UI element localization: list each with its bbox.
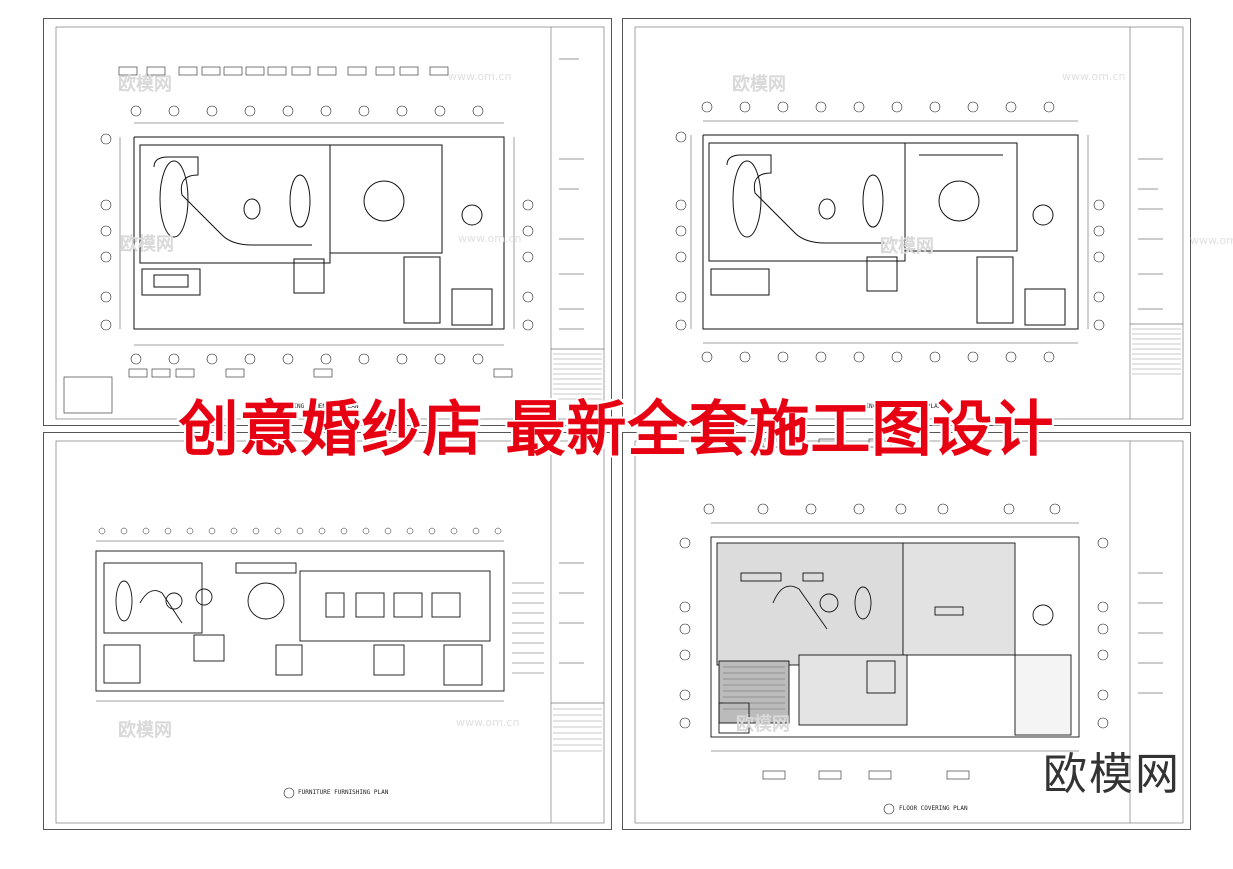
watermark-brand: 欧模网: [118, 74, 172, 95]
sheet-caption: CEILING DIMENSION PLAN: [279, 403, 359, 410]
watermark-url: www.om.cn: [458, 232, 522, 245]
watermark-brand: 欧模网: [120, 234, 174, 255]
sheet-caption: FURNITURE FURNISHING PLAN: [298, 789, 389, 796]
watermark-brand: 欧模网: [732, 74, 786, 95]
drawing-sheet-furniture: FURNITURE FURNISHING PLAN: [43, 432, 612, 830]
ceiling-construction-drawing: [634, 26, 1184, 420]
drawing-sheet-ceiling: CEILING CONSTRUCTION PLAN: [622, 18, 1191, 426]
ceiling-dimension-drawing: [55, 26, 605, 420]
watermark-brand: 欧模网: [736, 714, 790, 735]
drawing-sheet-floor: FLOOR COVERING PLAN: [622, 432, 1191, 830]
banner-title: 创意婚纱店 最新全套施工图设计: [178, 395, 1055, 465]
watermark-url: www.om.cn: [1062, 70, 1126, 83]
drawing-sheet-ceiling-dimension: CEILING DIMENSION PLAN: [43, 18, 612, 426]
furniture-plan-drawing: [55, 440, 605, 824]
watermark-brand: 欧模网: [880, 236, 934, 257]
sheet-caption: FLOOR COVERING PLAN: [899, 805, 968, 812]
watermark-url: www.om.cn: [448, 70, 512, 83]
watermark-url: www.om.cn: [456, 716, 520, 729]
watermark-brand: 欧模网: [118, 720, 172, 741]
site-logo: 欧模网: [1043, 749, 1181, 800]
floor-covering-drawing: [634, 438, 1184, 824]
sheet-caption: CEILING CONSTRUCTION PLAN: [851, 403, 942, 410]
watermark-url: www.om.cn: [1190, 234, 1233, 247]
